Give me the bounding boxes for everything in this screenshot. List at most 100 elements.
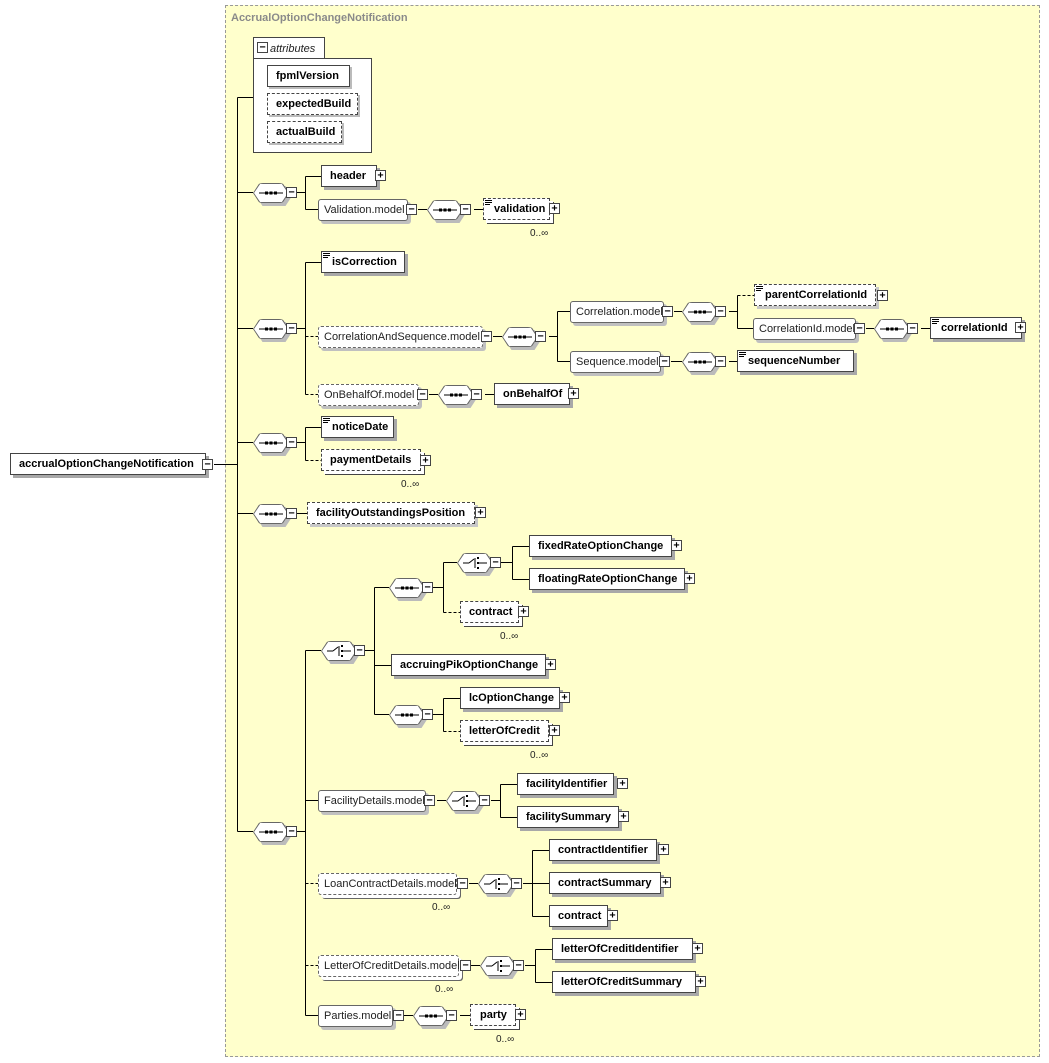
collapse-icon[interactable]: − (659, 356, 670, 367)
sequence-compositor-icon[interactable] (874, 319, 913, 342)
choice-compositor-icon[interactable] (446, 791, 485, 814)
element-contract-loan[interactable]: contract (549, 905, 608, 927)
expand-icon[interactable]: + (475, 507, 486, 518)
expand-icon[interactable]: + (877, 290, 888, 301)
attribute-expectedBuild[interactable]: expectedBuild (267, 93, 358, 115)
collapse-icon[interactable]: − (511, 878, 522, 889)
element-contractSummary[interactable]: contractSummary (549, 872, 661, 894)
element-header[interactable]: header (321, 165, 377, 187)
sequence-compositor-icon[interactable] (438, 385, 477, 408)
sequence-compositor-icon[interactable] (389, 578, 428, 601)
attribute-fpmlVersion[interactable]: fpmlVersion (267, 65, 350, 87)
choice-compositor-icon[interactable] (457, 553, 496, 576)
group-validation-model[interactable]: Validation.model (318, 199, 408, 221)
collapse-icon[interactable]: − (490, 557, 501, 568)
expand-icon[interactable]: + (695, 976, 706, 987)
collapse-icon[interactable]: − (471, 389, 482, 400)
element-fixedRateOptionChange[interactable]: fixedRateOptionChange (529, 535, 672, 557)
element-parentCorrelationId[interactable]: parentCorrelationId (754, 284, 876, 306)
root-element[interactable]: accrualOptionChangeNotification (10, 453, 206, 475)
choice-compositor-icon[interactable] (478, 874, 517, 897)
element-facilityOutstandingsPosition[interactable]: facilityOutstandingsPosition (307, 502, 475, 524)
collapse-icon[interactable]: − (393, 1010, 404, 1021)
expand-icon[interactable]: + (1015, 322, 1026, 333)
collapse-icon[interactable]: − (417, 389, 428, 400)
sequence-compositor-icon[interactable] (389, 705, 428, 728)
sequence-compositor-icon[interactable] (682, 302, 721, 325)
element-letterOfCreditIdentifier[interactable]: letterOfCreditIdentifier (552, 938, 693, 960)
expand-icon[interactable]: + (549, 203, 560, 214)
group-parties-model[interactable]: Parties.model (318, 1005, 393, 1027)
expand-icon[interactable]: + (660, 877, 671, 888)
collapse-icon[interactable]: − (513, 960, 524, 971)
collapse-icon[interactable]: − (286, 323, 297, 334)
group-letterOfCreditDetails-model[interactable]: LetterOfCreditDetails.model (318, 955, 460, 977)
expand-icon[interactable]: + (375, 170, 386, 181)
element-facilitySummary[interactable]: facilitySummary (517, 806, 619, 828)
collapse-icon[interactable]: − (481, 331, 492, 342)
expand-icon[interactable]: + (545, 659, 556, 670)
expand-icon[interactable]: + (568, 388, 579, 399)
collapse-icon[interactable]: − (286, 437, 297, 448)
collapse-icon[interactable]: − (354, 645, 365, 656)
collapse-icon[interactable]: − (479, 795, 490, 806)
collapse-icon[interactable]: − (460, 960, 471, 971)
group-correlation-model[interactable]: Correlation.model (570, 301, 664, 323)
collapse-icon[interactable]: − (457, 878, 468, 889)
attribute-actualBuild[interactable]: actualBuild (267, 121, 342, 143)
element-lcOptionChange[interactable]: lcOptionChange (460, 687, 560, 709)
element-contractIdentifier[interactable]: contractIdentifier (549, 839, 657, 861)
collapse-icon[interactable]: − (422, 582, 433, 593)
expand-icon[interactable]: + (658, 844, 669, 855)
expand-icon[interactable]: + (684, 573, 695, 584)
element-isCorrection[interactable]: isCorrection (321, 251, 405, 273)
collapse-icon[interactable]: − (715, 306, 726, 317)
element-onBehalfOf[interactable]: onBehalfOf (494, 383, 570, 405)
collapse-icon[interactable]: − (286, 826, 297, 837)
group-correlationId-model[interactable]: CorrelationId.model (753, 318, 856, 340)
expand-icon[interactable]: + (549, 725, 560, 736)
element-floatingRateOptionChange[interactable]: floatingRateOptionChange (529, 568, 685, 590)
element-facilityIdentifier[interactable]: facilityIdentifier (517, 773, 614, 795)
collapse-icon[interactable]: − (907, 323, 918, 334)
choice-compositor-icon[interactable] (480, 956, 519, 979)
expand-icon[interactable]: + (692, 943, 703, 954)
sequence-compositor-icon[interactable] (253, 504, 292, 527)
collapse-icon[interactable]: − (446, 1010, 457, 1021)
sequence-compositor-icon[interactable] (253, 319, 292, 342)
expand-icon[interactable]: + (618, 811, 629, 822)
collapse-icon[interactable]: − (424, 795, 435, 806)
collapse-icon[interactable]: − (715, 356, 726, 367)
group-onBehalfOf-model[interactable]: OnBehalfOf.model (318, 384, 419, 406)
group-facilityDetails-model[interactable]: FacilityDetails.model (318, 790, 426, 812)
collapse-icon[interactable]: − (406, 204, 417, 215)
sequence-compositor-icon[interactable] (253, 433, 292, 456)
collapse-icon[interactable]: − (257, 42, 268, 53)
collapse-icon[interactable]: − (535, 331, 546, 342)
sequence-compositor-icon[interactable] (253, 183, 292, 206)
collapse-icon[interactable]: − (286, 187, 297, 198)
collapse-icon[interactable]: − (202, 459, 213, 470)
collapse-icon[interactable]: − (422, 709, 433, 720)
choice-compositor-icon[interactable] (321, 641, 360, 664)
group-sequence-model[interactable]: Sequence.model (570, 351, 661, 373)
sequence-compositor-icon[interactable] (682, 352, 721, 375)
element-party[interactable]: party (470, 1004, 516, 1026)
expand-icon[interactable]: + (420, 455, 431, 466)
expand-icon[interactable]: + (515, 1009, 526, 1020)
sequence-compositor-icon[interactable] (502, 327, 541, 350)
expand-icon[interactable]: + (671, 540, 682, 551)
element-contract[interactable]: contract (460, 601, 519, 623)
collapse-icon[interactable]: − (286, 508, 297, 519)
element-letterOfCreditSummary[interactable]: letterOfCreditSummary (552, 971, 696, 993)
element-paymentDetails[interactable]: paymentDetails (321, 449, 421, 471)
element-noticeDate[interactable]: noticeDate (321, 416, 394, 438)
group-loanContractDetails-model[interactable]: LoanContractDetails.model (318, 873, 457, 895)
collapse-icon[interactable]: − (460, 204, 471, 215)
element-accruingPikOptionChange[interactable]: accruingPikOptionChange (391, 654, 546, 676)
expand-icon[interactable]: + (559, 692, 570, 703)
expand-icon[interactable]: + (518, 606, 529, 617)
collapse-icon[interactable]: − (662, 306, 673, 317)
sequence-compositor-icon[interactable] (253, 822, 292, 845)
expand-icon[interactable]: + (607, 910, 618, 921)
